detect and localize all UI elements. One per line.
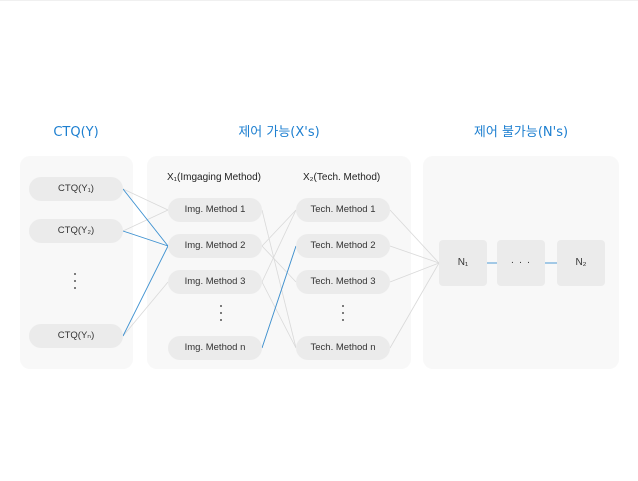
top-divider xyxy=(0,0,638,1)
vertical-ellipsis xyxy=(341,305,345,326)
x2-item: Tech. Method 2 xyxy=(296,234,390,258)
connector-line xyxy=(389,262,440,283)
connector-line-highlight xyxy=(122,245,169,337)
connector-line xyxy=(261,209,297,349)
noise-box-n2: N₂ xyxy=(557,240,605,286)
connector-line xyxy=(389,262,440,349)
x1-item: Img. Method 3 xyxy=(168,270,262,294)
x2-item: Tech. Method 1 xyxy=(296,198,390,222)
controllable-panel xyxy=(147,156,411,369)
noise-box-n1: N₁ xyxy=(439,240,487,286)
connector-line xyxy=(389,245,440,264)
connector-line xyxy=(389,209,440,264)
x1-item: Img. Method n xyxy=(168,336,262,360)
connector-line-highlight xyxy=(122,230,169,247)
connector-line xyxy=(122,188,169,211)
ctq-item: CTQ(Yₙ) xyxy=(29,324,123,348)
x2-header: X₂(Tech. Method) xyxy=(303,172,381,183)
connector-line xyxy=(261,209,297,283)
connector-line xyxy=(122,281,169,337)
connector-line-highlight xyxy=(261,245,297,349)
noise-box-ellipsis: · · · xyxy=(497,240,545,286)
connector-line-highlight xyxy=(122,188,169,247)
ctq-item: CTQ(Y₂) xyxy=(29,219,123,243)
connector-line xyxy=(122,209,169,232)
x1-item: Img. Method 1 xyxy=(168,198,262,222)
x1-item: Img. Method 2 xyxy=(168,234,262,258)
x2-item: Tech. Method n xyxy=(296,336,390,360)
ctq-item: CTQ(Y₁) xyxy=(29,177,123,201)
ctq-heading: CTQ(Y) xyxy=(53,125,99,140)
connector-line xyxy=(261,281,297,349)
uncontrollable-heading: 제어 불가능(N's) xyxy=(473,125,569,140)
x1-header: X₁(Imgaging Method) xyxy=(167,172,261,183)
x2-item: Tech. Method 3 xyxy=(296,270,390,294)
vertical-ellipsis xyxy=(219,305,223,326)
controllable-heading: 제어 가능(X's) xyxy=(238,125,320,140)
vertical-ellipsis xyxy=(73,273,77,294)
connector-line xyxy=(261,209,297,247)
connector-line xyxy=(261,245,297,283)
